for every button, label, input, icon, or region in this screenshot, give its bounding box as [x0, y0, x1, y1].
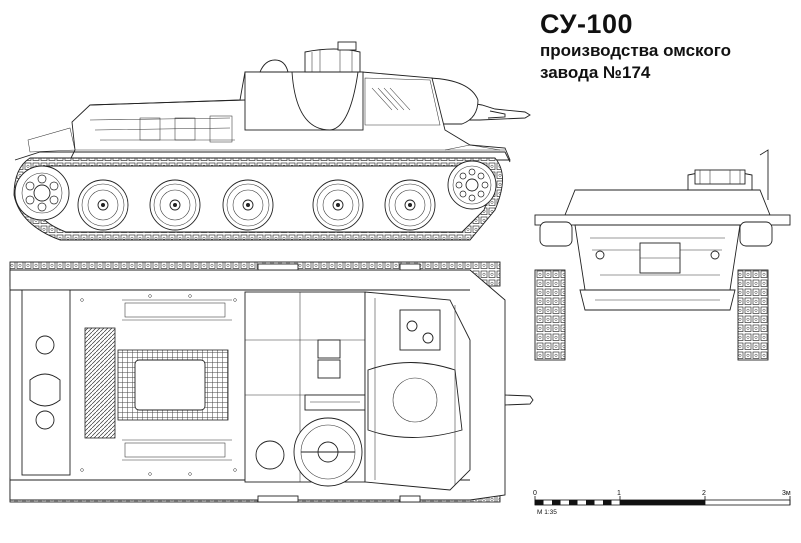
front-view — [534, 149, 791, 361]
top-view — [9, 261, 534, 503]
vehicle-name: СУ-100 — [540, 9, 633, 39]
top-hatch — [255, 440, 285, 470]
title-line-2: завода №174 — [540, 63, 651, 82]
top-periscope — [317, 339, 341, 359]
front-upper-hull — [564, 189, 771, 216]
scale-bar: 0 1 2 3м М 1:35 — [533, 490, 791, 516]
scale-tick-3: 3м — [782, 490, 791, 497]
scale-ratio: М 1:35 — [537, 509, 557, 516]
top-engine-louver — [84, 327, 116, 439]
side-gun-mantlet — [429, 77, 479, 125]
scale-tick-0: 0 — [533, 490, 537, 497]
side-drive-sprocket — [14, 165, 70, 221]
side-view — [13, 41, 531, 241]
title-line-1: производства омского — [540, 41, 731, 60]
top-driver-hatch — [399, 309, 441, 351]
front-right-box — [739, 221, 773, 247]
side-hatch — [259, 59, 289, 73]
side-periscope — [337, 41, 357, 51]
front-left-box — [539, 221, 573, 247]
top-commander-cupola — [293, 417, 363, 487]
front-left-track — [534, 269, 566, 361]
title-block: СУ-100 производства омского завода №174 — [540, 8, 795, 84]
side-idler-wheel — [447, 160, 497, 210]
scale-tick-2: 2 — [702, 490, 706, 497]
side-commander-cupola — [304, 48, 361, 73]
side-fighting-compartment — [244, 71, 364, 131]
front-right-track — [737, 269, 769, 361]
scale-tick-1: 1 — [617, 490, 621, 497]
front-antenna — [759, 149, 769, 200]
top-gun-mantlet — [367, 362, 463, 438]
